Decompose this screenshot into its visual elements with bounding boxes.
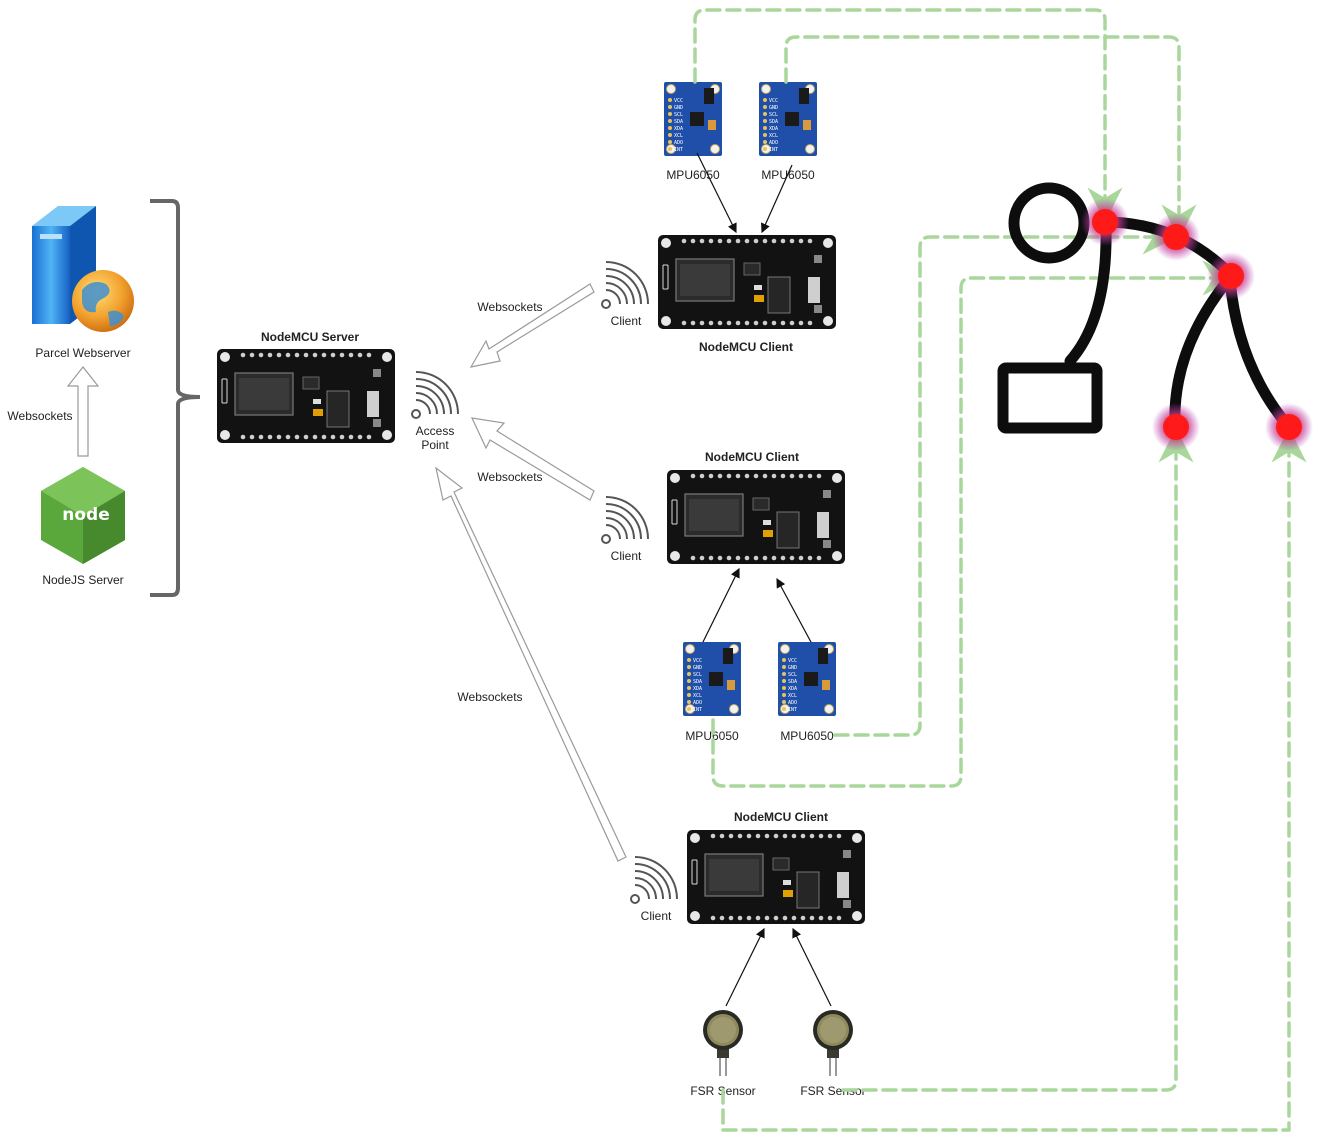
mpu6050-board-1 (663, 81, 723, 157)
mapping-mpu2 (784, 35, 1197, 240)
client-wifi-icon-2 (601, 496, 649, 544)
websockets-vertical-arrow (66, 366, 100, 457)
mpu6050-label-3: MPU6050 (685, 729, 739, 743)
access-point-label-line1: Access (416, 424, 455, 438)
nodemcu-client-label-1: NodeMCU Client (699, 340, 793, 354)
sensor-point-upper-arm (1163, 224, 1189, 250)
mpu1-to-client1-arrow (696, 152, 737, 234)
nodemcu-client-label-2: NodeMCU Client (705, 450, 799, 464)
mapping-fsr1 (721, 427, 1307, 1132)
websockets-label-2: Websockets (477, 470, 542, 484)
stick-figure (997, 182, 1294, 434)
client-label-1: Client (611, 314, 642, 328)
sensor-mapping-lines (693, 8, 1307, 1132)
fsr1-to-client3-arrow (725, 927, 765, 1007)
sensor-points (1081, 198, 1313, 451)
fsr2-to-client3-arrow (792, 927, 832, 1007)
mpu6050-label-1: MPU6050 (666, 168, 720, 182)
access-point-wifi-icon (411, 371, 459, 419)
sensor-point-elbow (1218, 263, 1244, 289)
node-logo-text: node (62, 505, 109, 525)
fsr-sensor-1 (702, 1009, 744, 1077)
fsr-sensor-2 (812, 1009, 854, 1077)
nodejs-icon: node (41, 467, 125, 564)
mpu6050-label-4: MPU6050 (780, 729, 834, 743)
sensor-point-finger-2 (1276, 414, 1302, 440)
server-globe-icon (32, 206, 134, 332)
client-label-3: Client (641, 909, 672, 923)
nodemcu-client-board-3 (686, 829, 866, 925)
mapping-mpu3 (711, 260, 1238, 788)
mapping-mpu1 (693, 8, 1123, 223)
websockets-arrows (435, 283, 627, 862)
websocket-arrow-client2 (470, 417, 595, 501)
mpu2-to-client1-arrow (761, 164, 793, 234)
grouping-brace (150, 199, 201, 597)
websocket-arrow-client3 (435, 466, 627, 862)
parcel-webserver-label: Parcel Webserver (35, 346, 130, 360)
nodemcu-client-board-2 (666, 469, 846, 565)
client-wifi-icon-1 (601, 261, 649, 309)
mpu3-to-client2-arrow (701, 567, 740, 645)
mapping-fsr2 (841, 427, 1194, 1092)
mpu6050-board-4 (777, 641, 837, 717)
nodemcu-client-board-1 (657, 234, 837, 330)
access-point-label-line2: Point (421, 438, 449, 452)
client-label-2: Client (611, 549, 642, 563)
websockets-label-3: Websockets (457, 690, 522, 704)
mapping-mpu4 (833, 219, 1178, 737)
mpu4-to-client2-arrow (776, 577, 813, 645)
nodemcu-client-label-3: NodeMCU Client (734, 810, 828, 824)
fsr-label-2: FSR Sensor (800, 1084, 865, 1098)
websockets-vertical-label: Websockets (7, 409, 72, 423)
mpu6050-board-3 (682, 641, 742, 717)
nodemcu-server-board (216, 348, 396, 444)
websocket-arrow-client1 (469, 283, 595, 368)
client-wifi-icon-3 (630, 856, 678, 904)
nodemcu-server-label: NodeMCU Server (261, 330, 359, 344)
nodejs-server-label: NodeJS Server (42, 573, 123, 587)
websockets-label-1: Websockets (477, 300, 542, 314)
sensor-point-finger-1 (1163, 414, 1189, 440)
sensor-point-shoulder (1092, 209, 1118, 235)
mpu6050-board-2 (758, 81, 818, 157)
